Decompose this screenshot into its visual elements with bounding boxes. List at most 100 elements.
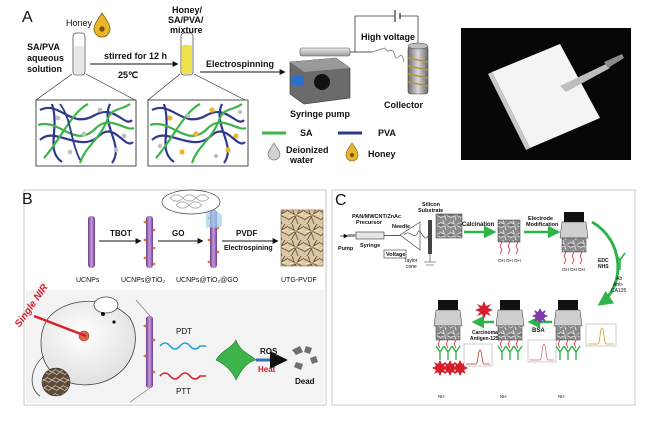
honey-label: Honey <box>66 18 93 28</box>
legend-pva-label: PVA <box>378 128 396 138</box>
sem-image-1 <box>435 213 463 239</box>
panel-b-letter: B <box>22 191 33 208</box>
water-drop-icon <box>267 142 281 161</box>
signal-plot-1 <box>463 343 493 367</box>
syringe-pump-label: Syringe pump <box>290 109 351 119</box>
taylor-cone-line1: Taylor <box>404 258 418 264</box>
oh-label-3: OH <box>514 258 521 263</box>
oh-label-6: OH <box>578 267 585 272</box>
antigen-star-icon <box>475 301 493 319</box>
panel-a-letter: A <box>22 9 33 26</box>
nh-label-3: NH <box>558 394 565 399</box>
mixture-label-line3: mixture <box>170 25 203 35</box>
antibody-icon <box>614 252 626 270</box>
carcinoma-label-line2: Antigen-125 <box>470 336 499 342</box>
stir-label: stirred for 12 h <box>104 51 167 61</box>
tio2-dots <box>143 220 156 266</box>
legend-water-line2: water <box>289 155 314 165</box>
bsa-label: BSA <box>532 328 545 334</box>
precursor-label-line1: PAN/MWCNT/ZnAc <box>352 214 401 220</box>
legend-honey-icon <box>345 142 359 162</box>
collector-drum <box>407 42 429 95</box>
panel-c: C PAN/MWCNT/ZnAc Precursor Needle Syring… <box>331 189 636 406</box>
legend-sa-label: SA <box>300 128 313 138</box>
go-sheet <box>206 210 222 228</box>
taylor-cone-line2: cone <box>406 264 417 270</box>
electrode-3 <box>495 300 525 360</box>
carcinoma-label-line1: Carcinoma <box>472 330 498 336</box>
electrospinning-label: Electrospinning <box>206 59 274 69</box>
ptt-wave <box>159 372 206 380</box>
mixture-label-line1: Honey/ <box>172 5 203 15</box>
oh-label-4: OH <box>562 267 569 272</box>
mixture-label-line2: SA/PVA/ <box>168 15 204 25</box>
curved-process-arrow <box>591 220 620 306</box>
fiber-round-inset <box>41 367 71 397</box>
voltage-label: Voltage <box>386 252 405 258</box>
mixture-tube <box>180 32 194 76</box>
nh-label-2: NH <box>500 394 507 399</box>
voltage-box <box>383 249 407 259</box>
electrospining-label: Electrospining <box>224 245 273 252</box>
temp-label: 25℃ <box>118 70 138 80</box>
ptt-label: PTT <box>176 387 191 396</box>
pdt-label: PDT <box>176 327 192 336</box>
oh-label-1: OH <box>498 258 505 263</box>
electrode-label-line1: Electrode <box>528 216 553 222</box>
pdt-wave <box>159 342 206 350</box>
bsa-molecule-icon <box>532 308 548 324</box>
go-label: GO <box>172 229 184 238</box>
syringe-icon <box>348 231 400 240</box>
heat-label: Heat <box>258 365 276 374</box>
edc-label: EDC <box>598 258 609 264</box>
signal-plot-2 <box>527 339 557 363</box>
sa-pva-label-line3: solution <box>27 64 62 74</box>
sa-pva-network-inset <box>35 99 137 167</box>
needle-label: Needle <box>392 224 410 230</box>
anti-label: Anti- <box>613 282 624 288</box>
electrode-label-line2: Modification <box>526 222 559 228</box>
sa-pva-tube <box>72 32 86 76</box>
legend-honey-label: Honey <box>368 149 396 159</box>
ca125-label: CA125 <box>611 288 627 294</box>
panel-c-letter: C <box>335 192 347 209</box>
ucnps-tio2-rod <box>146 216 153 268</box>
dead-label: Dead <box>295 377 315 386</box>
ucnps-tio2-go-label: UCNPs@TiO₂@GO <box>176 277 239 284</box>
ucnps-label: UCNPs <box>76 277 100 284</box>
sa-pva-label-line2: aqueous <box>27 53 64 63</box>
dead-cell-icon <box>292 346 318 370</box>
high-voltage-label: High voltage <box>361 32 415 42</box>
syringe-label: Syringe <box>360 243 380 249</box>
sem-image-2 <box>497 219 521 243</box>
oh-groups-1 <box>499 241 519 255</box>
nhs-label: NHS <box>598 264 609 270</box>
nir-laser-beam <box>33 314 87 338</box>
silicon-label-line1: Silicon <box>422 202 441 208</box>
ucnps-tio2-label: UCNPs@TiO₂ <box>121 277 165 284</box>
utg-pvdf-fiber-mat <box>280 209 324 267</box>
legend-water-line1: Deionized <box>286 145 329 155</box>
zoom-lines-tube1 <box>35 73 136 101</box>
pump-label: Pump <box>338 246 354 252</box>
electrode-4 <box>432 300 468 376</box>
spinning-jet <box>371 47 405 63</box>
electrode-1 <box>559 212 589 265</box>
utg-pvdf-label: UTG-PVDF <box>281 277 317 284</box>
panel-a-legend: SA PVA Deionized water Honey <box>262 128 396 165</box>
nh-label-1: NH <box>438 394 445 399</box>
zoom-lines-tube2 <box>147 73 246 101</box>
silicon-label-line2: Substrate <box>418 208 443 214</box>
honey-drop-icon <box>93 12 111 38</box>
tbot-label: TBOT <box>110 229 132 238</box>
membrane-photo <box>461 28 631 160</box>
graphene-inset <box>161 189 221 215</box>
ab-label: Ab <box>616 276 622 282</box>
sa-pva-label-line1: SA/PVA <box>27 42 60 52</box>
taylor-cone <box>399 221 421 251</box>
panel-b: B TBOT GO PVDF Electrospining UCNPs <box>13 189 327 406</box>
high-voltage-circuit <box>354 10 419 52</box>
ucnps-rod <box>88 216 95 268</box>
honey-network-inset <box>147 99 249 167</box>
